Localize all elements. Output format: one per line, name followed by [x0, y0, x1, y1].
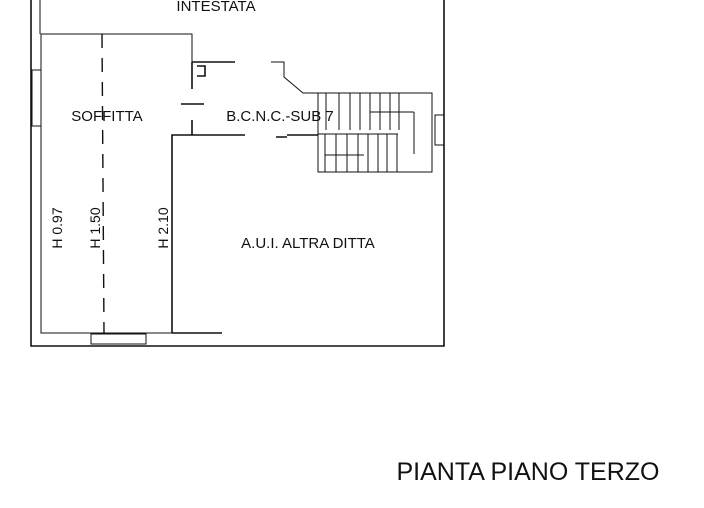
staircase — [317, 92, 433, 173]
height-dashed-line — [101, 33, 105, 334]
height-label: H 1.50 — [87, 207, 103, 248]
room-label-soffitta: SOFFITTA — [71, 108, 142, 125]
height-label: H 0.97 — [49, 207, 65, 248]
stair-rail — [271, 61, 318, 94]
room-label-bcnc: B.C.N.C.-SUB 7 — [226, 108, 334, 125]
room-label-aui: A.U.I. ALTRA DITTA — [241, 235, 375, 252]
window-bottom — [90, 333, 147, 345]
plan-title: PIANTA PIANO TERZO — [396, 458, 659, 486]
partition-door — [181, 103, 204, 135]
outer-wall — [30, 0, 445, 347]
soffitta-wall — [40, 33, 193, 334]
window-right — [434, 114, 445, 146]
window-left — [31, 69, 42, 127]
partition-upper — [191, 61, 235, 89]
top-room-label: INTESTATA — [176, 0, 255, 15]
aui-wall — [171, 134, 318, 333]
height-label: H 2.10 — [155, 207, 171, 248]
